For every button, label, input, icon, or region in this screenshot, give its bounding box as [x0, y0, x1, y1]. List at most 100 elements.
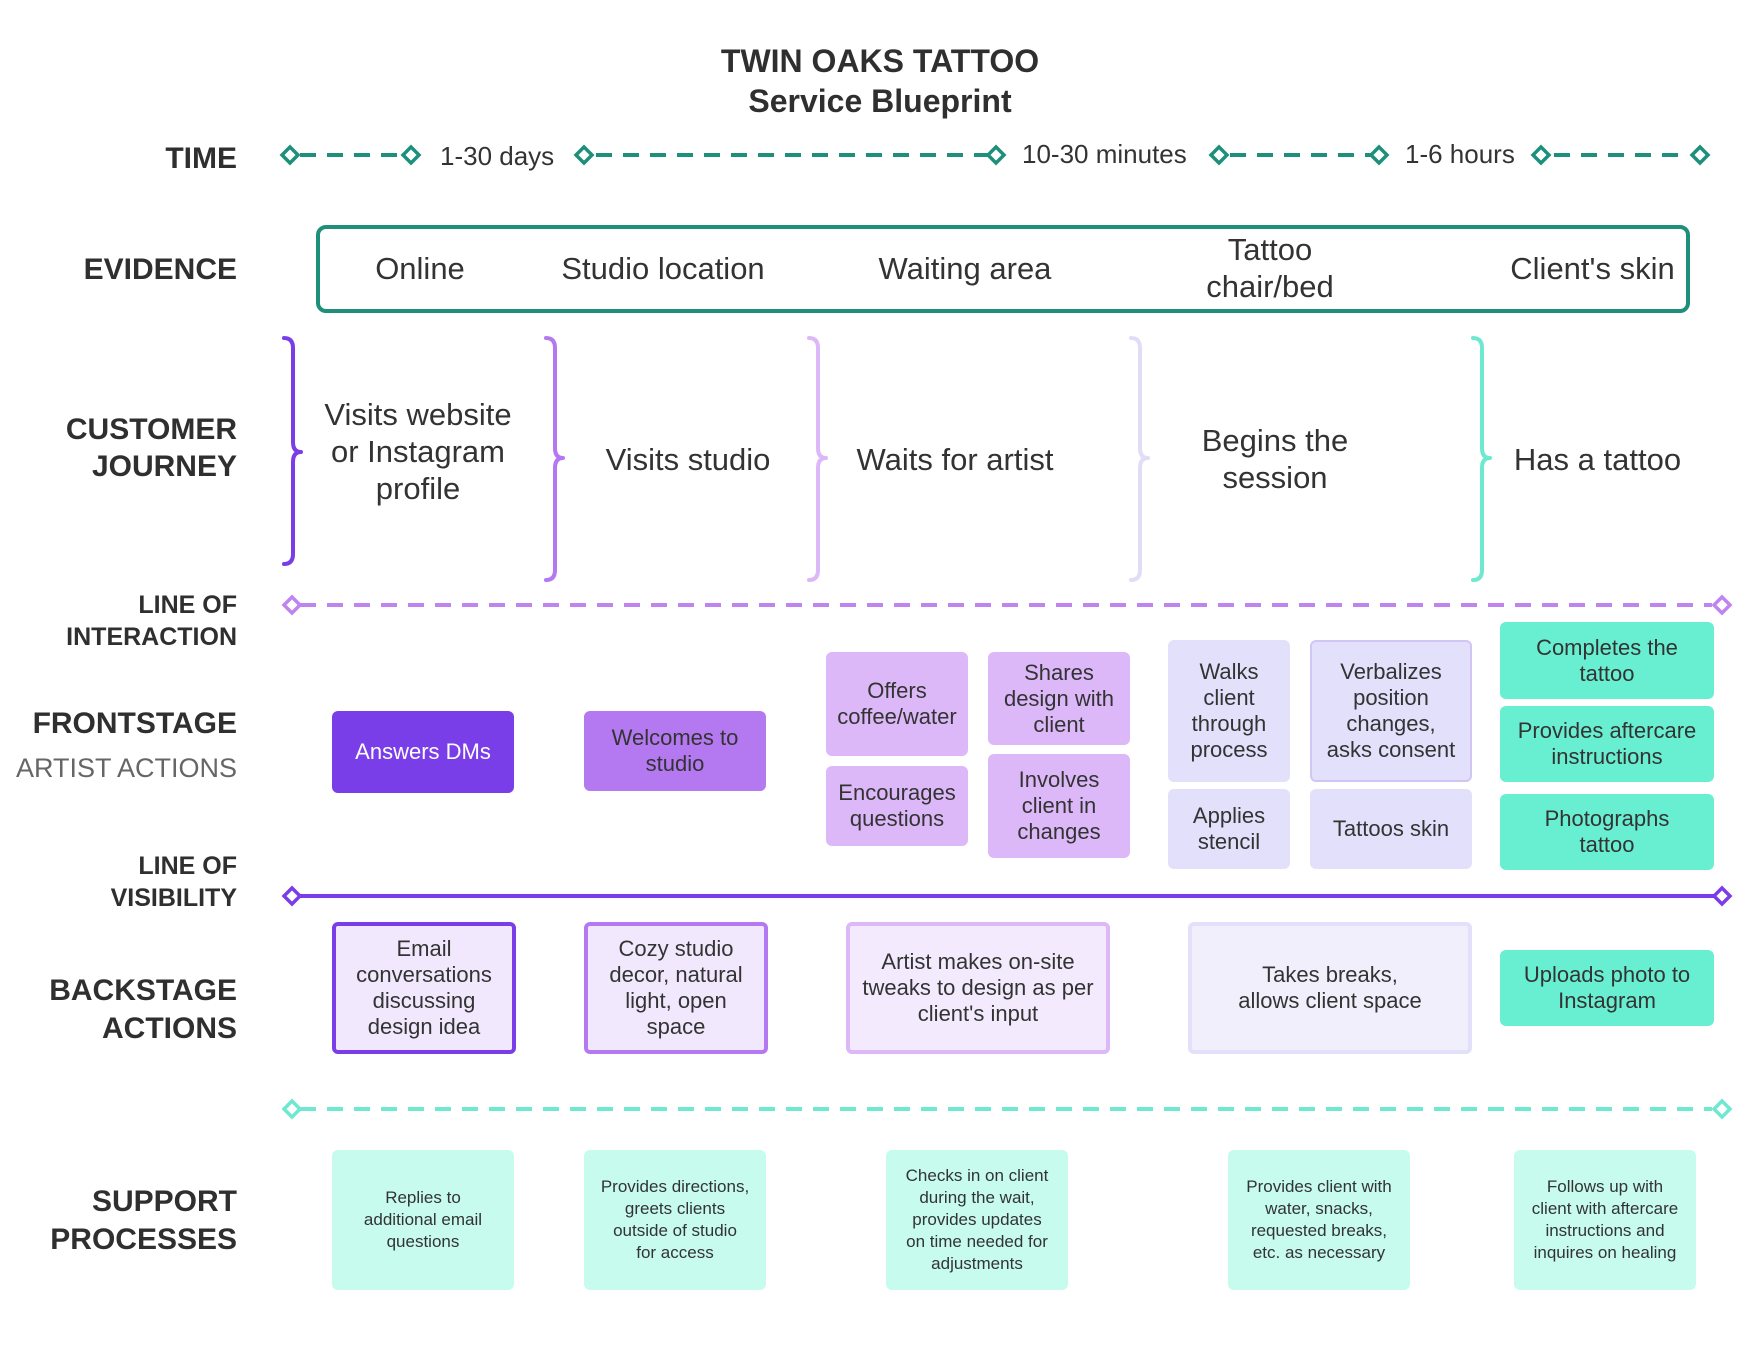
email-line3: discussing: [372, 988, 476, 1013]
s4-line4: etc. as necessary: [1252, 1243, 1386, 1262]
row-label-line-of-visibility-2: VISIBILITY: [110, 884, 237, 912]
s4-line2: water, snacks,: [1265, 1199, 1373, 1218]
row-label-frontstage: FRONTSTAGE: [32, 707, 237, 740]
verbalizes-line1: Verbalizes: [1340, 659, 1442, 684]
completes-line1: Completes the: [1536, 634, 1678, 660]
encourages-line2: questions: [849, 806, 945, 831]
diagram-title: TWIN OAKS TATTOO: [720, 43, 1040, 79]
uploads-line2: Instagram: [1558, 988, 1656, 1013]
evidence-waiting-area: Waiting area: [878, 251, 1052, 286]
walks-line3: through: [1191, 711, 1267, 736]
cozy-line1: Cozy studio: [618, 936, 734, 961]
evidence-frame: [316, 225, 1690, 313]
cozy-line4: space: [646, 1014, 706, 1039]
cozy-line3: light, open: [625, 988, 727, 1013]
breaks-line1: Takes breaks,: [1262, 962, 1398, 987]
journey-step1-line2: or Instagram: [330, 434, 505, 469]
support-checks-in: Checks in on client during the wait, provi…: [886, 1150, 1068, 1290]
s5-line3: instructions and: [1545, 1221, 1665, 1240]
bracket-5: [1471, 336, 1492, 582]
uploads-line1: Uploads photo to: [1523, 962, 1691, 987]
time-label-2: 10-30 minutes: [1022, 139, 1187, 169]
bracket-3: [807, 336, 828, 582]
row-label-processes: PROCESSES: [50, 1223, 237, 1256]
row-label-artist-actions: ARTIST ACTIONS: [15, 753, 237, 783]
s5-line2: client with aftercare: [1531, 1199, 1679, 1218]
s1-line3: questions: [386, 1232, 460, 1251]
line-of-interaction: [281, 594, 1733, 616]
s4-line1: Provides client with: [1246, 1177, 1392, 1196]
offers-line1: Offers: [867, 678, 927, 703]
aftercare-line2: instructions: [1551, 744, 1663, 769]
row-label-customer: CUSTOMER: [65, 413, 237, 446]
email-line4: design idea: [367, 1014, 481, 1039]
s5-line4: inquires on healing: [1533, 1243, 1677, 1262]
shares-line3: client: [1033, 711, 1085, 737]
frontstage-tattoos-skin: Tattoos skin: [1310, 789, 1472, 869]
row-label-line-of-interaction-1: LINE OF: [138, 591, 237, 619]
evidence-clients-skin: Client's skin: [1510, 251, 1675, 286]
journey-step-has-tattoo: Has a tattoo: [1513, 442, 1682, 477]
row-label-support: SUPPORT: [91, 1185, 237, 1218]
journey-step-visits-studio: Visits studio: [605, 442, 771, 477]
involves-line3: changes: [1017, 819, 1101, 844]
journey-step-begins-session: Begins the session: [1175, 422, 1375, 496]
photographs-line2: tattoo: [1579, 832, 1635, 857]
involves-line1: Involves: [1018, 767, 1100, 792]
journey-step-waits-for-artist: Waits for artist: [856, 442, 1054, 477]
s3-line1: Checks in on client: [905, 1166, 1049, 1185]
evidence-tattoo-chair: Tattoo chair/bed: [1170, 231, 1370, 305]
verbalizes-line2: position: [1353, 685, 1429, 710]
frontstage-answers-dms: Answers DMs: [332, 711, 514, 793]
s3-line3: provides updates: [912, 1210, 1042, 1229]
support-provides-directions: Provides directions, greets clients outsid…: [584, 1150, 766, 1290]
evidence-tattoo-chair-line2: chair/bed: [1206, 269, 1334, 304]
applies-line2: stencil: [1197, 829, 1261, 854]
s5-line1: Follows up with: [1546, 1177, 1664, 1196]
journey-step1-line1: Visits website: [324, 397, 512, 432]
photographs-line1: Photographs: [1544, 806, 1670, 831]
walks-line1: Walks: [1199, 659, 1259, 684]
shares-line1: Shares: [1024, 659, 1094, 685]
email-line2: conversations: [356, 962, 492, 987]
completes-line2: tattoo: [1579, 660, 1635, 686]
s2-line3: outside of studio: [613, 1221, 737, 1240]
offers-line2: coffee/water: [837, 704, 957, 729]
evidence-online: Online: [375, 251, 465, 286]
email-line1: Email: [396, 936, 452, 961]
support-line: [281, 1098, 1733, 1120]
row-label-backstage-actions: ACTIONS: [102, 1012, 237, 1045]
support-follows-up: Follows up with client with aftercare inst…: [1514, 1150, 1696, 1290]
s2-line1: Provides directions,: [600, 1177, 750, 1196]
journey-brackets: [282, 336, 1492, 582]
tweaks-line2: tweaks to design as per: [862, 975, 1094, 1000]
row-label-line-of-interaction-2: INTERACTION: [66, 623, 237, 651]
bracket-4: [1129, 336, 1150, 582]
shares-line2: design with: [1003, 685, 1115, 711]
bracket-2: [544, 336, 565, 582]
row-label-time: TIME: [165, 142, 237, 175]
s1-line1: Replies to: [385, 1188, 461, 1207]
journey-step1-line3: profile: [375, 471, 461, 506]
journey-step-visits-website: Visits website or Instagram profile: [308, 396, 528, 507]
s2-line2: greets clients: [624, 1199, 726, 1218]
s3-line5: adjustments: [931, 1254, 1023, 1273]
s3-line2: during the wait,: [919, 1188, 1035, 1207]
s1-line2: additional email: [363, 1210, 483, 1229]
row-label-backstage: BACKSTAGE: [49, 974, 237, 1007]
